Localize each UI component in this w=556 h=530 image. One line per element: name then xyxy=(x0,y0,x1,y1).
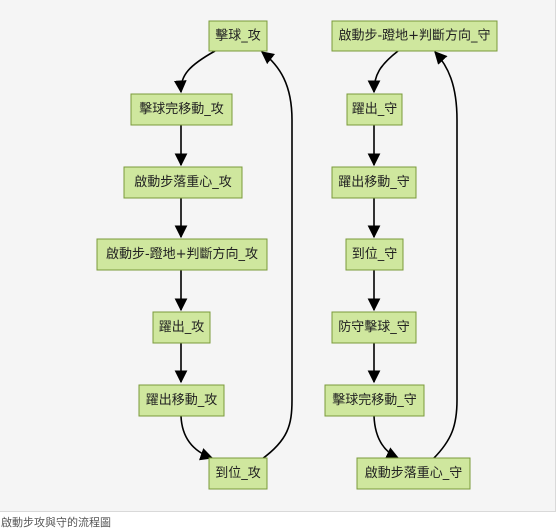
node-split-step-land-attack: 啟動步落重心_攻 xyxy=(123,166,243,199)
node-leap-defense: 躍出_守 xyxy=(346,93,403,126)
node-post-hit-move-defense: 擊球完移動_守 xyxy=(324,384,425,417)
node-label: 啟動步-蹬地+判斷方向_守 xyxy=(338,28,490,44)
edge-a0-a1 xyxy=(173,50,216,94)
node-defensive-hit-defense: 防守擊球_守 xyxy=(331,311,417,344)
node-in-position-defense: 到位_守 xyxy=(345,238,404,271)
node-split-step-land-defense: 啟動步落重心_守 xyxy=(356,457,471,490)
node-leap-attack: 躍出_攻 xyxy=(152,311,211,344)
edge-a5-a6 xyxy=(180,415,214,461)
node-label: 啟動步落重心_守 xyxy=(365,465,463,481)
node-label: 擊球完移動_攻 xyxy=(139,101,224,117)
edge-d0-d1 xyxy=(367,50,399,94)
node-hit-attack: 擊球_攻 xyxy=(208,20,268,52)
diagram-caption: 啟動步攻與守的流程圖 xyxy=(1,516,111,529)
node-label: 躍出移動_攻 xyxy=(146,393,218,408)
flowchart: 擊球_攻 擊球完移動_攻 啟動步落重心_攻 啟動步-蹬地+判斷方向_攻 躍出_攻… xyxy=(96,20,498,490)
node-label: 啟動步-蹬地+判斷方向_攻 xyxy=(106,246,258,262)
edge-a6-a0 xyxy=(260,51,293,460)
node-label: 防守擊球_守 xyxy=(338,319,410,335)
node-split-step-push-judge-defense: 啟動步-蹬地+判斷方向_守 xyxy=(331,20,498,52)
node-label: 躍出_攻 xyxy=(159,320,205,335)
node-in-position-attack: 到位_攻 xyxy=(208,457,268,490)
edge-d5-d6 xyxy=(373,415,400,459)
node-leap-move-attack: 躍出移動_攻 xyxy=(138,384,225,417)
node-leap-move-defense: 躍出移動_守 xyxy=(331,166,417,199)
node-label: 擊球_攻 xyxy=(215,28,261,44)
diagram-frame: 擊球_攻 擊球完移動_攻 啟動步落重心_攻 啟動步-蹬地+判斷方向_攻 躍出_攻… xyxy=(0,0,556,512)
node-label: 擊球完移動_守 xyxy=(332,392,417,408)
node-label: 躍出移動_守 xyxy=(338,175,410,190)
node-post-hit-move-attack: 擊球完移動_攻 xyxy=(130,93,233,126)
node-split-step-push-judge-attack: 啟動步-蹬地+判斷方向_攻 xyxy=(96,238,268,271)
node-label: 躍出_守 xyxy=(352,102,398,117)
edge-d6-d0 xyxy=(432,51,458,460)
node-label: 到位_攻 xyxy=(215,466,261,481)
node-label: 到位_守 xyxy=(352,247,398,262)
node-label: 啟動步落重心_攻 xyxy=(134,174,232,190)
